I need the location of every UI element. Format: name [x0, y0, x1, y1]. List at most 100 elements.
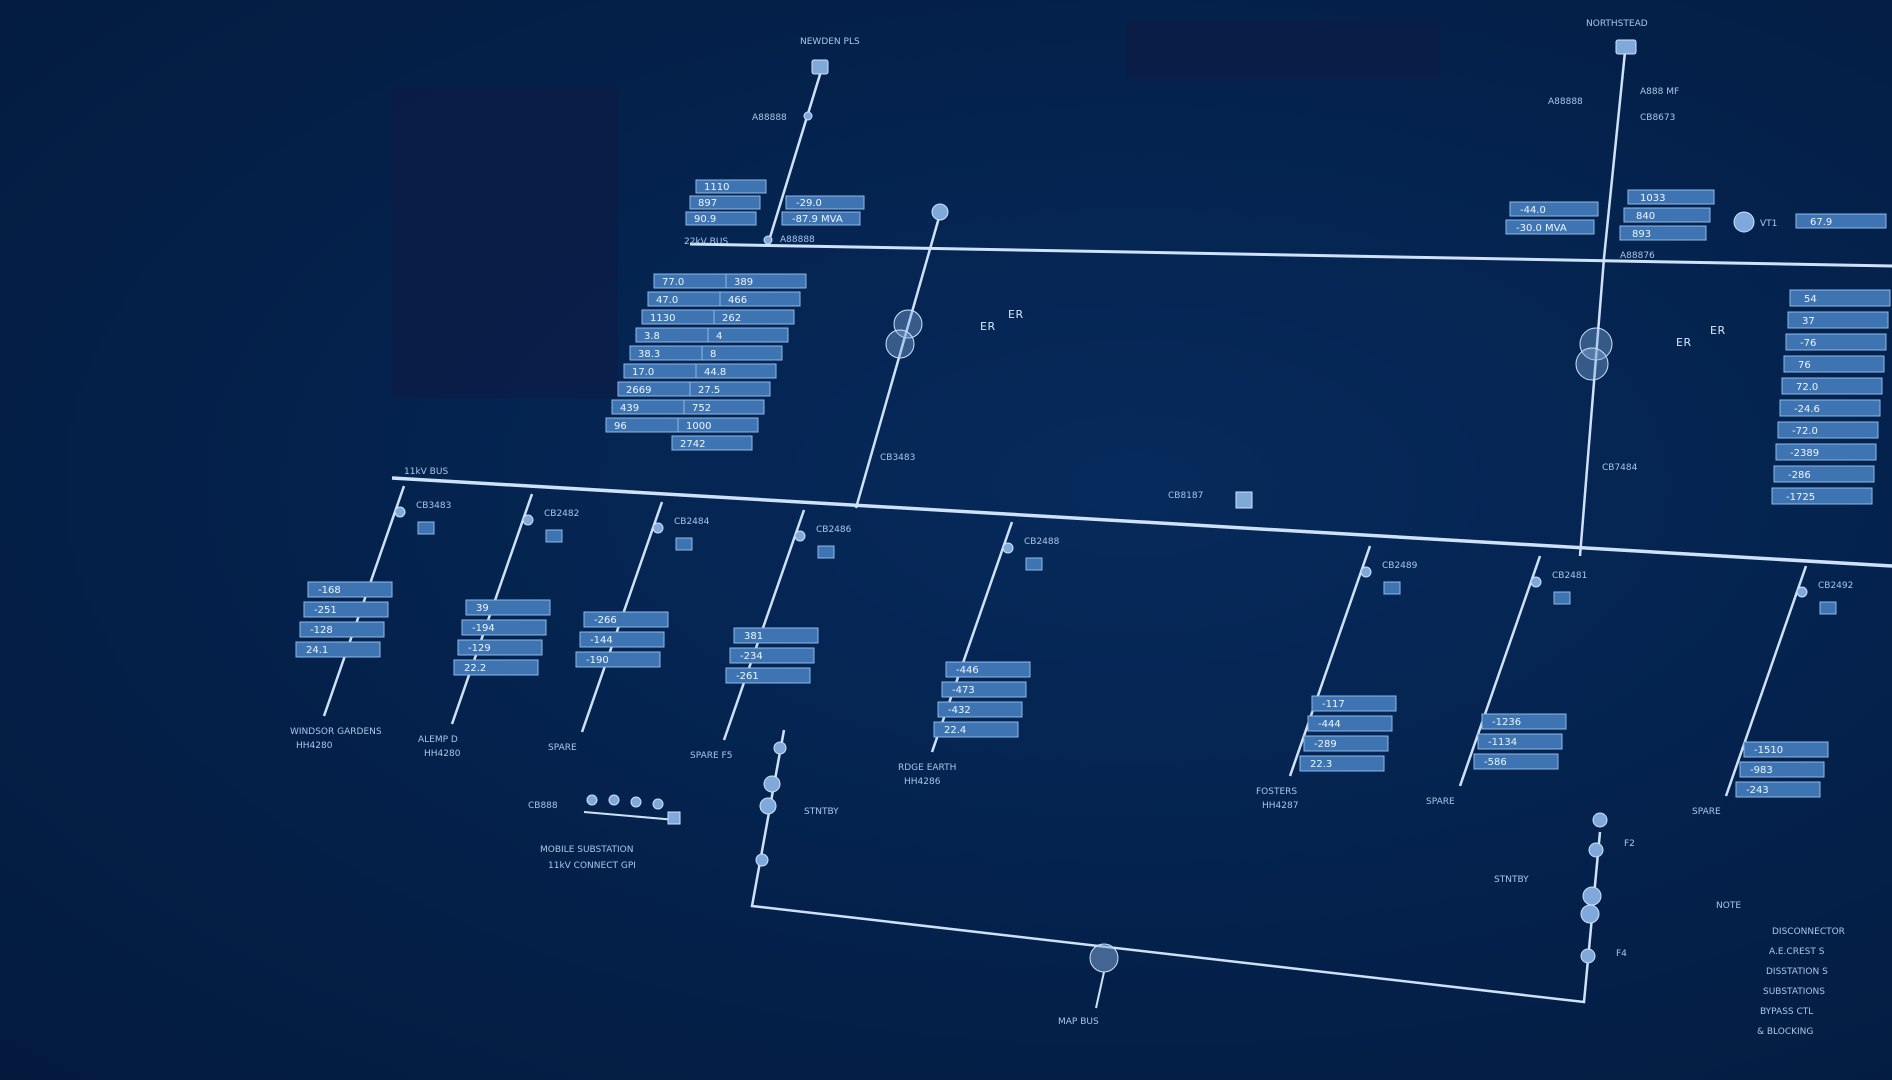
standby-label-1: STNTBY	[804, 807, 839, 817]
left-grid-col2-box	[719, 291, 801, 307]
feeder-breaker-node[interactable]	[394, 506, 406, 518]
left-grid-col1-value: 3.8	[644, 331, 660, 342]
feeder-meter-box	[1743, 741, 1829, 758]
feeder-er-box[interactable]	[1025, 557, 1043, 571]
bottom-bus-label: MAP BUS	[1058, 1017, 1099, 1027]
feeder-breaker-node[interactable]	[1530, 576, 1542, 588]
feeder-meter-value: -586	[1484, 757, 1507, 768]
feeder-breaker-node[interactable]	[1360, 566, 1372, 578]
left-grid-col1-value: 47.0	[656, 295, 678, 306]
f4-label: F4	[1616, 949, 1627, 959]
mobile-substation[interactable]	[583, 794, 681, 825]
feeder-meter-box	[303, 601, 389, 618]
feeder-name: ALEMP D	[418, 735, 458, 745]
feeder-meter-value: -117	[1322, 699, 1345, 710]
feeder-er-box[interactable]	[545, 529, 563, 543]
feeder-er-box[interactable]	[1553, 591, 1571, 605]
top-left-switch-node[interactable]	[803, 111, 813, 121]
right-grid-box	[1779, 399, 1881, 417]
right-grid-box	[1787, 311, 1889, 329]
feeder-er-box[interactable]	[417, 521, 435, 535]
f2-label: F2	[1624, 839, 1635, 849]
top-right-feeder-line	[1602, 41, 1628, 259]
mobile-sub-line2: 11kV CONNECT GPI	[548, 861, 636, 871]
right-grid-box	[1785, 333, 1887, 351]
feeder-meter-value: -1134	[1488, 737, 1517, 748]
left-grid-col1-value: 2669	[626, 385, 651, 396]
right-grid-value: -24.6	[1794, 404, 1820, 415]
feeder-er-box[interactable]	[1819, 601, 1837, 615]
note-line: & BLOCKING	[1757, 1027, 1813, 1037]
feeder-meter-box	[941, 681, 1027, 698]
right-grid-box	[1773, 465, 1875, 483]
feeder-line	[1724, 565, 1808, 797]
left-grid-col2-box	[701, 345, 783, 361]
feeder-meter-box	[1473, 753, 1559, 770]
left-grid-col2-value: 44.8	[704, 367, 726, 378]
transformer-2[interactable]	[1575, 257, 1613, 557]
standby-loop	[750, 729, 1602, 1004]
right-grid-box	[1783, 355, 1885, 373]
feeder-name: WINDSOR GARDENS	[290, 727, 382, 737]
left-grid-col2-box	[725, 273, 807, 289]
transformer-1[interactable]	[854, 203, 949, 509]
left-meter-grid: 77.047.011303.838.317.026694399638946626…	[605, 273, 807, 451]
feeder-meter-value: 24.1	[306, 645, 328, 656]
feeder-breaker-node[interactable]	[652, 522, 664, 534]
left-grid-col1-value: 17.0	[632, 367, 654, 378]
left-grid-col2-box	[677, 417, 759, 433]
feeder-meter-value: -243	[1746, 785, 1769, 796]
feeder-meter-value: -144	[590, 635, 613, 646]
main-bus-bar	[391, 476, 1892, 568]
feeder-meter-box	[1739, 761, 1825, 778]
bottom-bus-connector[interactable]	[1089, 943, 1119, 1009]
feeder-er-box[interactable]	[1383, 581, 1401, 595]
feeder-breaker-node[interactable]	[1002, 542, 1014, 554]
top-left-mw-1: -29.0	[796, 198, 822, 209]
main-bus-coupler[interactable]	[1235, 491, 1253, 509]
feeder-er-box[interactable]	[675, 537, 693, 551]
top-left-meter-3: 90.9	[694, 214, 716, 225]
feeder-meter-value: -1236	[1492, 717, 1521, 728]
top-right-mw-2: -30.0 MVA	[1516, 223, 1567, 234]
feeder-cb-label: CB2481	[1552, 571, 1587, 581]
left-grid-col2-value: 1000	[686, 421, 711, 432]
feeder-meter-box	[1307, 715, 1393, 732]
right-grid-value: 76	[1798, 360, 1811, 371]
left-grid-col2-box	[683, 399, 765, 415]
feeder-meter-value: -128	[310, 625, 333, 636]
right-grid-box	[1781, 377, 1883, 395]
feeder-er-box[interactable]	[817, 545, 835, 559]
feeder-name: SPARE	[1692, 807, 1721, 817]
top-right-feeder-breaker[interactable]	[1615, 39, 1637, 55]
transformer-2-er: ER	[1676, 336, 1692, 349]
feeder-meter-box	[461, 619, 547, 636]
top-left-feeder-breaker[interactable]	[811, 59, 829, 75]
note-line: A.E.CREST S	[1769, 947, 1825, 957]
feeder-meter-box	[307, 581, 393, 598]
feeder-breaker-node[interactable]	[1796, 586, 1808, 598]
feeder-sub: HH4280	[424, 749, 461, 759]
top-right-cb-label: CB8673	[1640, 113, 1675, 123]
feeder-meter-box	[945, 661, 1031, 678]
feeder-breaker-node[interactable]	[794, 530, 806, 542]
feeder-meter-value: 39	[476, 603, 489, 614]
feeder-breaker-node[interactable]	[522, 514, 534, 526]
feeder-meter-box	[575, 651, 661, 668]
mobile-sub-cb: CB888	[528, 801, 558, 811]
feeder-meter-value: 22.2	[464, 663, 486, 674]
main-bus-label: 11kV BUS	[404, 467, 448, 477]
left-grid-col2-box	[689, 381, 771, 397]
left-grid-col2-value: 4	[716, 331, 722, 342]
top-left-breaker-node[interactable]	[763, 235, 773, 245]
left-grid-col1-value: 1130	[650, 313, 675, 324]
